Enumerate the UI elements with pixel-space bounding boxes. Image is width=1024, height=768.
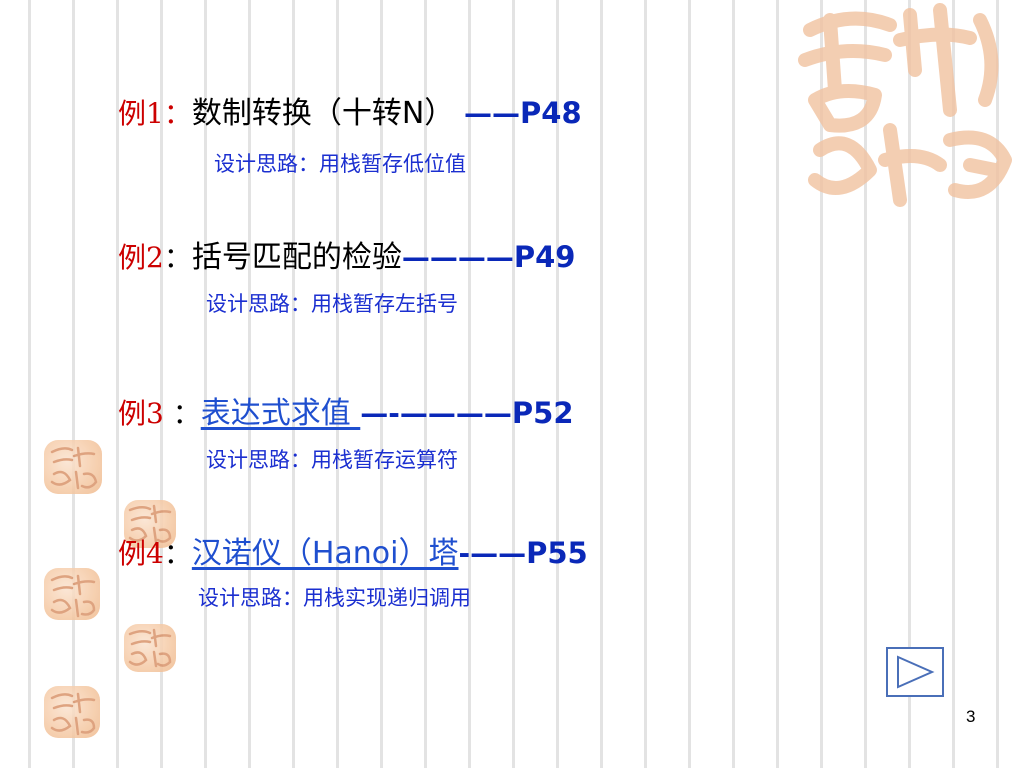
- example-2-label: 例2: [118, 241, 164, 274]
- example-3-colon: ：: [163, 397, 201, 430]
- example-1-hint: 设计思路：用栈暂存低位值: [214, 152, 466, 176]
- example-2-hint: 设计思路：用栈暂存左括号: [206, 292, 458, 316]
- example-1-colon: ：: [163, 97, 192, 130]
- example-3-dashes: —-————: [360, 397, 512, 430]
- page-number: 3: [966, 707, 976, 726]
- auspicious-seal-icon: [790, 0, 1024, 215]
- auspicious-seal-icon: [44, 440, 102, 494]
- auspicious-seal-icon: [124, 624, 176, 672]
- example-4-page-ref: P55: [526, 536, 588, 570]
- example-4-row: 例4：汉诺仪（Hanoi）塔-——P55: [118, 528, 588, 572]
- example-1-page-ref: P48: [520, 96, 582, 130]
- auspicious-seal-icon: [44, 686, 100, 738]
- example-3-row: 例3 ：表达式求值 —-————P52: [118, 388, 574, 432]
- auspicious-seal-icon: [44, 568, 100, 620]
- next-slide-button[interactable]: [886, 647, 944, 697]
- example-3-label: 例3: [118, 397, 164, 430]
- example-4-title-link[interactable]: 汉诺仪（Hanoi）塔: [191, 536, 459, 571]
- example-3-page-ref: P52: [511, 396, 574, 430]
- example-4-dashes: -——: [458, 537, 527, 570]
- example-2-row: 例2：括号匹配的检验————P49: [118, 232, 575, 276]
- example-4-colon: ：: [163, 537, 192, 570]
- example-1-title: 数制转换（十转N）: [191, 96, 455, 131]
- example-2-page-ref: P49: [513, 240, 576, 274]
- auspicious-seal-icon: [124, 500, 176, 548]
- example-1-label: 例1: [118, 97, 164, 130]
- example-3-hint: 设计思路：用栈暂存运算符: [206, 448, 458, 472]
- example-4-hint: 设计思路：用栈实现递归调用: [198, 586, 471, 610]
- play-triangle-icon: [897, 655, 935, 689]
- example-2-title: 括号匹配的检验: [191, 240, 402, 275]
- example-1-row: 例1：数制转换（十转N） ——P48: [118, 88, 582, 132]
- example-2-colon: ：: [163, 241, 192, 274]
- example-3-title-link[interactable]: 表达式求值: [200, 396, 361, 431]
- example-2-dashes: ————: [401, 241, 514, 274]
- example-4-label: 例4: [118, 537, 164, 570]
- example-1-dashes: ——: [454, 97, 521, 130]
